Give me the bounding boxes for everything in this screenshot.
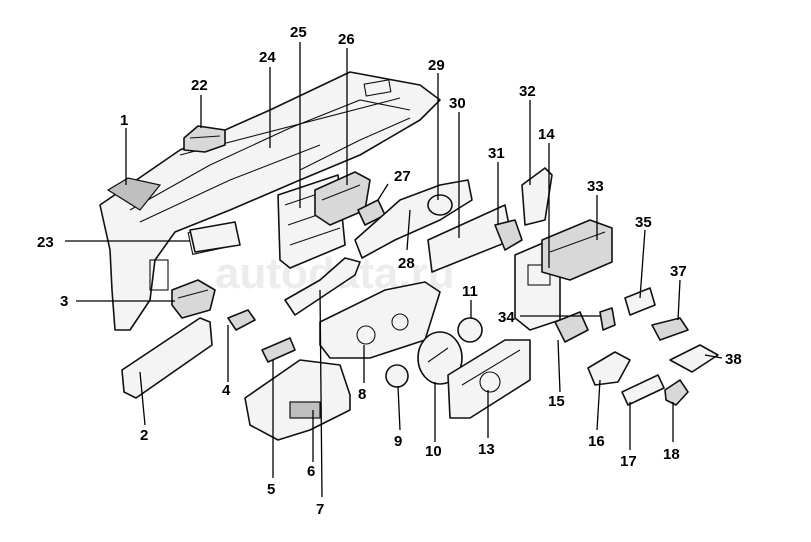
callout-6: 6 [307, 463, 315, 480]
clip-18 [664, 379, 689, 406]
callout-7: 7 [316, 501, 324, 518]
glove-box [189, 221, 241, 253]
callout-14: 14 [538, 126, 555, 143]
switch-15 [554, 311, 589, 343]
callout-10: 10 [425, 443, 442, 460]
plate-17 [621, 374, 665, 406]
callout-29: 29 [428, 57, 445, 74]
clip [494, 219, 523, 251]
side-bracket [521, 167, 553, 226]
callout-23: 23 [37, 234, 54, 251]
speedometer [417, 331, 463, 385]
lower-side-trim [121, 317, 213, 399]
defroster-grille [106, 177, 162, 211]
sensor-37 [651, 317, 689, 341]
callout-31: 31 [488, 145, 505, 162]
callout-1: 1 [120, 112, 128, 129]
callout-16: 16 [588, 433, 605, 450]
callout-27: 27 [394, 168, 411, 185]
switch-panel [261, 337, 296, 363]
callout-30: 30 [449, 95, 466, 112]
small-gauge [385, 364, 409, 388]
callout-35: 35 [635, 214, 652, 231]
console-bracket [284, 257, 361, 316]
callout-11: 11 [462, 283, 478, 300]
callout-5: 5 [267, 481, 275, 498]
dashboard-panel [99, 71, 441, 331]
callout-28: 28 [398, 255, 415, 272]
callout-9: 9 [394, 433, 402, 450]
callout-labels: 1 2 3 4 5 6 7 8 9 10 11 13 14 15 16 17 1… [37, 24, 742, 518]
callout-22: 22 [191, 77, 208, 94]
callout-25: 25 [290, 24, 307, 41]
callout-13: 13 [478, 441, 495, 458]
callout-38: 38 [725, 351, 742, 368]
callout-26: 26 [338, 31, 355, 48]
trim-plate [624, 287, 656, 316]
callout-37: 37 [670, 263, 687, 280]
bracket-16 [587, 351, 631, 386]
control-unit [541, 219, 613, 281]
speaker-vent [183, 125, 226, 153]
callout-8: 8 [358, 386, 366, 403]
callout-33: 33 [587, 178, 604, 195]
callout-2: 2 [140, 427, 148, 444]
switch-module [227, 309, 256, 331]
leader-lines [65, 42, 723, 498]
module-38 [669, 344, 719, 373]
callout-17: 17 [620, 453, 637, 470]
callout-3: 3 [60, 293, 68, 310]
side-vent [171, 279, 216, 319]
vent-outlet [427, 194, 453, 216]
center-console [244, 359, 351, 441]
callout-15: 15 [548, 393, 565, 410]
cluster-bezel [447, 339, 531, 419]
callout-34: 34 [498, 309, 515, 326]
callout-18: 18 [663, 446, 680, 463]
tachometer-gauge [457, 317, 483, 343]
callout-4: 4 [222, 382, 231, 399]
switch-34 [599, 307, 616, 331]
callout-32: 32 [519, 83, 536, 100]
callout-24: 24 [259, 49, 276, 66]
